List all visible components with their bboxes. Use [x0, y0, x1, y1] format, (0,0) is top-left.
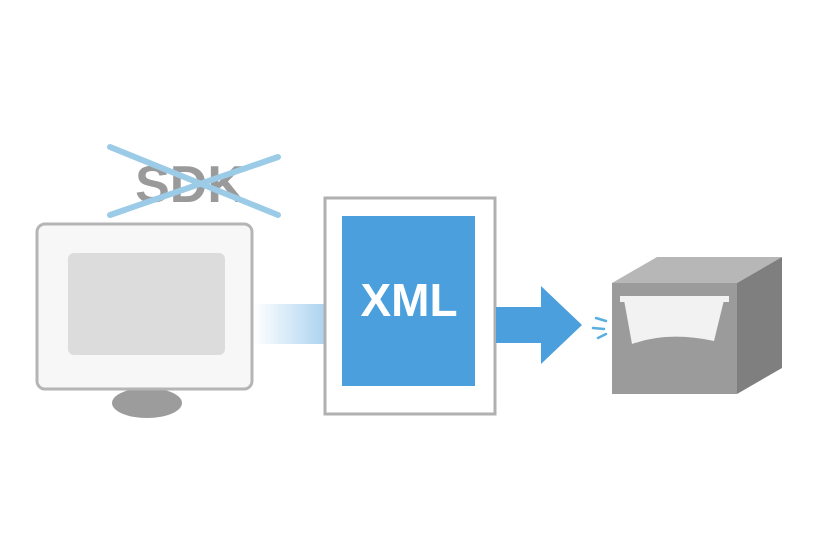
xml-document: XML	[323, 196, 497, 416]
document-content	[342, 216, 475, 386]
monitor-stand	[112, 388, 182, 418]
paper-slot	[620, 296, 729, 302]
xml-label: XML	[360, 274, 457, 326]
arrow-right-icon	[496, 286, 582, 364]
printer-side	[737, 257, 782, 394]
connector-beam	[254, 304, 328, 344]
printer-top	[612, 257, 782, 283]
monitor-screen	[68, 253, 225, 355]
computer-monitor	[35, 222, 254, 418]
print-spark-icon	[591, 316, 608, 340]
receipt-printer	[591, 257, 782, 394]
sdk-crossed-out: SDK	[107, 144, 281, 218]
receipt-paper	[624, 300, 724, 344]
cross-mark	[107, 144, 281, 218]
